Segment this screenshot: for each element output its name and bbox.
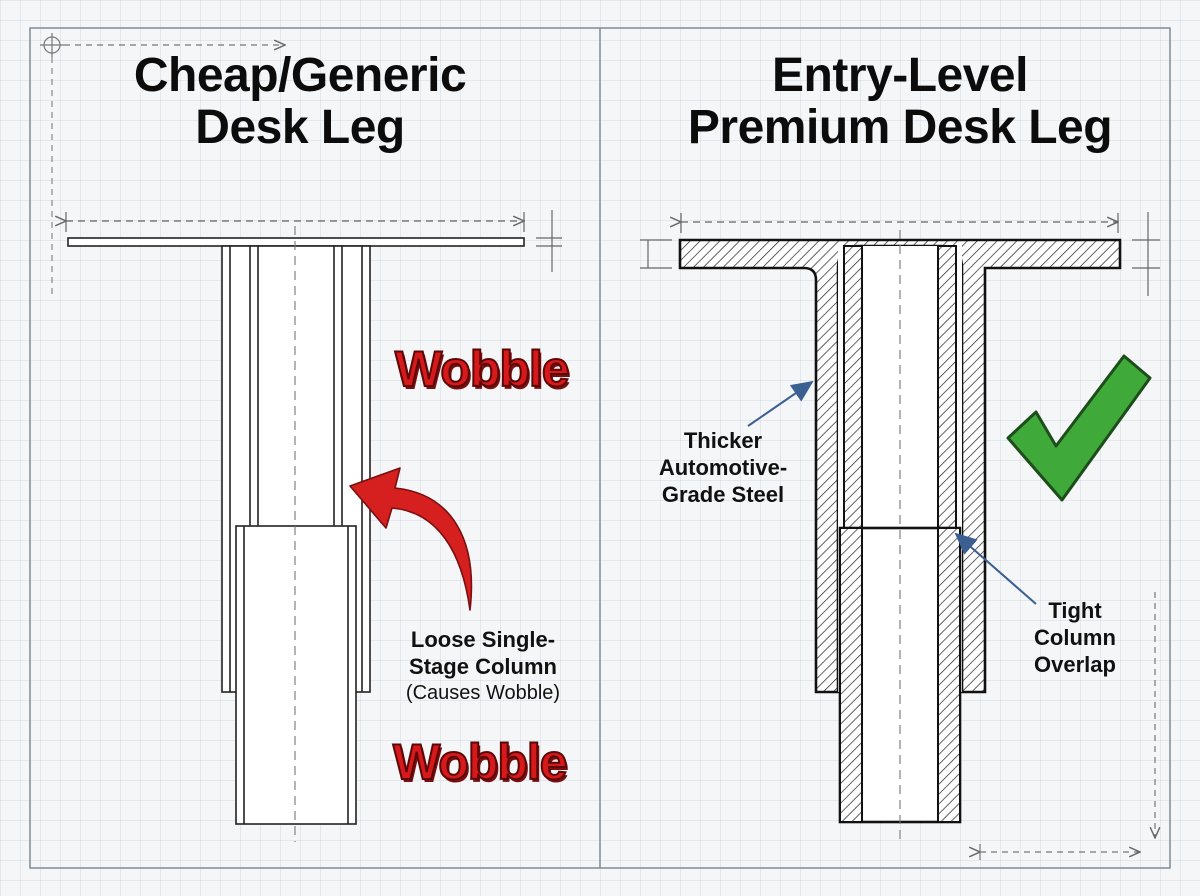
curved-arrow-icon bbox=[349, 467, 473, 611]
premium-leg-drawing bbox=[640, 212, 1160, 842]
wobble-label: Wobble bbox=[394, 340, 571, 398]
thin-top-plate bbox=[67, 237, 525, 247]
steel-pointer-arrow bbox=[747, 380, 814, 427]
callout-line: Automotive- bbox=[658, 455, 788, 480]
callout-line: Tight bbox=[1048, 598, 1102, 623]
premium-leg-title: Entry-Level Premium Desk Leg bbox=[610, 50, 1190, 154]
callout-line: Overlap bbox=[1034, 652, 1116, 677]
callout-line: Thicker bbox=[683, 428, 763, 453]
callout-line: Grade Steel bbox=[661, 482, 785, 507]
title-line: Premium Desk Leg bbox=[687, 101, 1113, 154]
loose-inner-column bbox=[235, 525, 357, 825]
title-line: Entry-Level bbox=[772, 49, 1028, 102]
cheap-leg-drawing bbox=[66, 210, 562, 842]
callout-note: (Causes Wobble) bbox=[405, 682, 561, 704]
overlap-pointer-arrow bbox=[954, 532, 1037, 605]
crosshair-icon bbox=[40, 33, 64, 57]
cheap-leg-title: Cheap/Generic Desk Leg bbox=[40, 50, 560, 154]
title-line: Cheap/Generic bbox=[133, 49, 467, 102]
overlap-callout: Tight Column Overlap bbox=[1020, 597, 1130, 678]
outer-tube-liner bbox=[843, 245, 863, 529]
callout-line: Stage Column bbox=[409, 654, 557, 679]
callout-line: Loose Single- bbox=[410, 627, 556, 652]
check-mark-icon bbox=[1006, 354, 1152, 502]
wobble-label: Wobble bbox=[392, 733, 569, 791]
title-line: Desk Leg bbox=[195, 101, 405, 154]
loose-column-callout: Loose Single- Stage Column (Causes Wobbl… bbox=[388, 626, 578, 707]
callout-line: Column bbox=[1034, 625, 1116, 650]
outer-tube-liner bbox=[937, 245, 957, 529]
steel-callout: Thicker Automotive- Grade Steel bbox=[628, 427, 818, 508]
